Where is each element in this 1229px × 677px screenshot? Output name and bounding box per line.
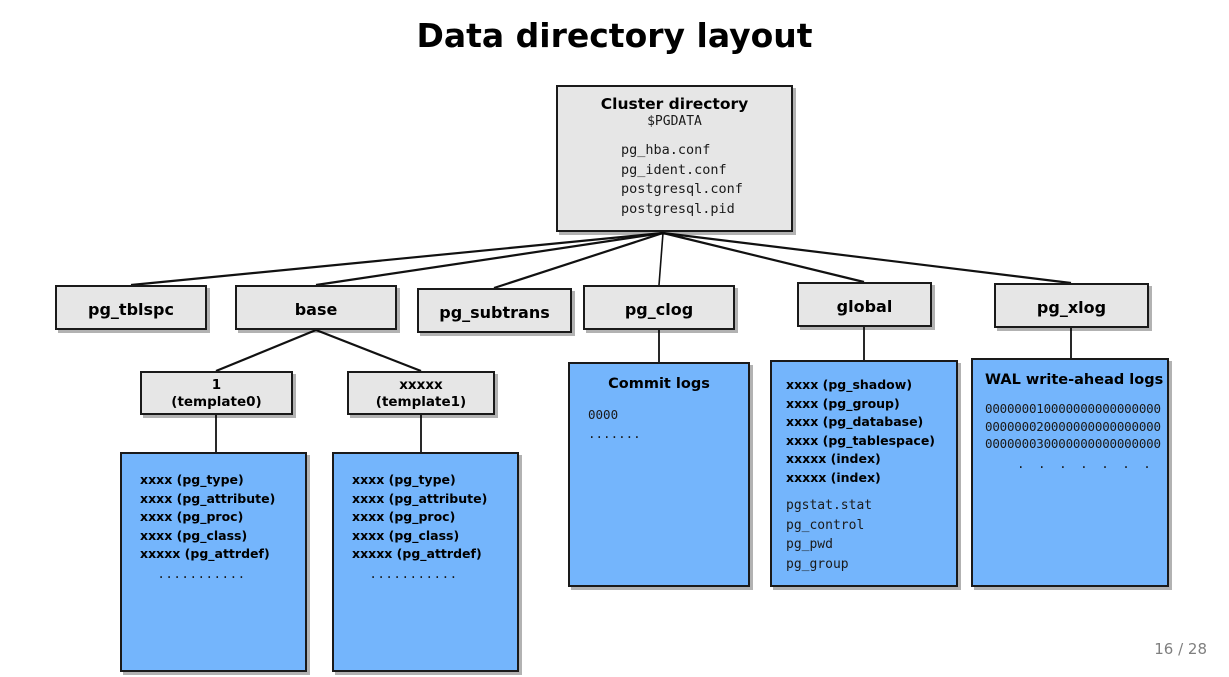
node-template1[interactable]: xxxxx (template1) — [347, 371, 495, 415]
node-base[interactable]: base — [235, 285, 397, 330]
wal-segment-names: 000000010000000000000000 000000020000000… — [985, 401, 1161, 451]
wal-ellipsis: . . . . . . . . . . . . — [1017, 455, 1167, 471]
node-cluster-directory[interactable]: Cluster directory $PGDATA pg_hba.conf pg… — [556, 85, 793, 232]
node-pg-clog-label: pg_clog — [624, 300, 694, 319]
edge-cluster-to-pg_subtrans — [493, 231, 664, 290]
edge-cluster-to-global — [662, 231, 865, 284]
leaf-global-files[interactable]: xxxx (pg_shadow) xxxx (pg_group) xxxx (p… — [770, 360, 958, 587]
node-template0[interactable]: 1 (template0) — [140, 371, 293, 415]
node-pg-xlog[interactable]: pg_xlog — [994, 283, 1149, 328]
leaf-commit-logs[interactable]: Commit logs 0000 ....... — [568, 362, 750, 587]
wal-logs-title: WAL write-ahead logs — [985, 372, 1164, 388]
node-pg-tblspc[interactable]: pg_tblspc — [55, 285, 207, 330]
template1-ellipsis: ........... — [369, 565, 458, 581]
template0-ellipsis: ........... — [157, 565, 246, 581]
edge-cluster-to-pg_xlog — [662, 231, 1072, 285]
global-table-entries: xxxx (pg_shadow) xxxx (pg_group) xxxx (p… — [786, 377, 936, 485]
leaf-template0-tables[interactable]: xxxx (pg_type) xxxx (pg_attribute) xxxx … — [120, 452, 307, 672]
global-file-entries: pgstat.stat pg_control pg_pwd pg_group — [786, 498, 873, 572]
leaf-template1-tables[interactable]: xxxx (pg_type) xxxx (pg_attribute) xxxx … — [332, 452, 519, 672]
node-base-label: base — [294, 300, 338, 319]
node-pg-subtrans-label: pg_subtrans — [439, 303, 550, 322]
page-title: Data directory layout — [416, 16, 813, 55]
leaf-wal-logs[interactable]: WAL write-ahead logs 0000000100000000000… — [971, 358, 1169, 587]
node-template1-oid: xxxxx — [399, 377, 443, 393]
cluster-directory-title: Cluster directory — [600, 95, 749, 113]
edge-base-to-template1 — [315, 328, 422, 373]
node-pg-clog[interactable]: pg_clog — [583, 285, 735, 330]
template0-table-entries: xxxx (pg_type) xxxx (pg_attribute) xxxx … — [140, 472, 276, 561]
edge-cluster-to-pg_clog — [658, 232, 664, 286]
edge-base-to-template0 — [215, 328, 317, 373]
node-pg-subtrans[interactable]: pg_subtrans — [417, 288, 572, 333]
edge-cluster-to-base — [315, 231, 664, 287]
node-template0-oid: 1 — [211, 377, 222, 393]
template1-table-entries: xxxx (pg_type) xxxx (pg_attribute) xxxx … — [352, 472, 488, 561]
edge-cluster-to-pg_tblspc — [130, 231, 664, 287]
node-pg-xlog-label: pg_xlog — [1036, 298, 1107, 317]
node-pg-tblspc-label: pg_tblspc — [88, 300, 174, 319]
node-global[interactable]: global — [797, 282, 932, 327]
node-template0-name: (template0) — [171, 394, 262, 410]
cluster-directory-files: pg_hba.conf pg_ident.conf postgresql.con… — [621, 142, 743, 217]
node-template1-name: (template1) — [375, 394, 467, 410]
cluster-directory-pgdata: $PGDATA — [647, 114, 702, 129]
commit-logs-title: Commit logs — [608, 376, 710, 392]
page-number: 16 / 28 — [1154, 640, 1207, 658]
node-global-label: global — [836, 297, 893, 316]
commit-logs-entries: 0000 ....... — [588, 407, 641, 441]
